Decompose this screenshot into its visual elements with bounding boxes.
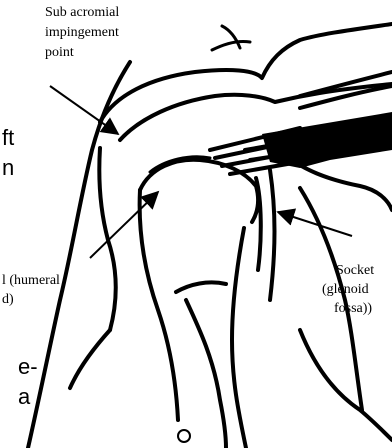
humerus-shaft-right bbox=[232, 228, 246, 448]
label-impingement: Sub acromial impingement point bbox=[45, 5, 123, 60]
label-ball: l (humeral d) bbox=[2, 273, 63, 307]
forearm-line bbox=[70, 330, 110, 388]
label-socket-line-3: fossa)) bbox=[334, 301, 372, 316]
label-impingement-line-3: point bbox=[45, 45, 74, 60]
label-ball-line-1: l (humeral bbox=[2, 273, 60, 288]
rotator-cuff-mass bbox=[262, 112, 392, 168]
humeral-head bbox=[140, 160, 258, 222]
label-impingement-line-1: Sub acromial bbox=[45, 5, 119, 20]
clipped-text-left: ft n bbox=[2, 125, 20, 180]
outer-arm-outline bbox=[28, 62, 130, 448]
armpit-curve bbox=[176, 282, 226, 292]
deltoid-curve bbox=[99, 148, 115, 330]
clipped-text-bottom-line-1: e- bbox=[18, 354, 38, 379]
small-circle bbox=[178, 430, 190, 442]
clipped-text-bottom-line-2: a bbox=[18, 384, 31, 409]
label-ball-line-2: d) bbox=[2, 292, 14, 307]
label-socket-line-1: Socket bbox=[336, 263, 374, 278]
clipped-text-left-line-2: n bbox=[2, 155, 14, 180]
glenoid-line bbox=[256, 170, 275, 300]
label-socket: Socket (glenoid fossa)) bbox=[322, 263, 378, 316]
acromion-outline bbox=[100, 24, 392, 122]
trunk-line-left bbox=[186, 300, 226, 448]
shoulder-drawing bbox=[28, 24, 392, 448]
humerus-shaft-left bbox=[140, 190, 178, 420]
scapula-outline bbox=[280, 150, 392, 410]
label-socket-line-2: (glenoid bbox=[322, 282, 369, 297]
clipped-text-left-line-1: ft bbox=[2, 125, 14, 150]
neck-stroke bbox=[212, 26, 250, 50]
trunk-line-right bbox=[300, 330, 392, 440]
label-impingement-line-2: impingement bbox=[45, 25, 119, 40]
